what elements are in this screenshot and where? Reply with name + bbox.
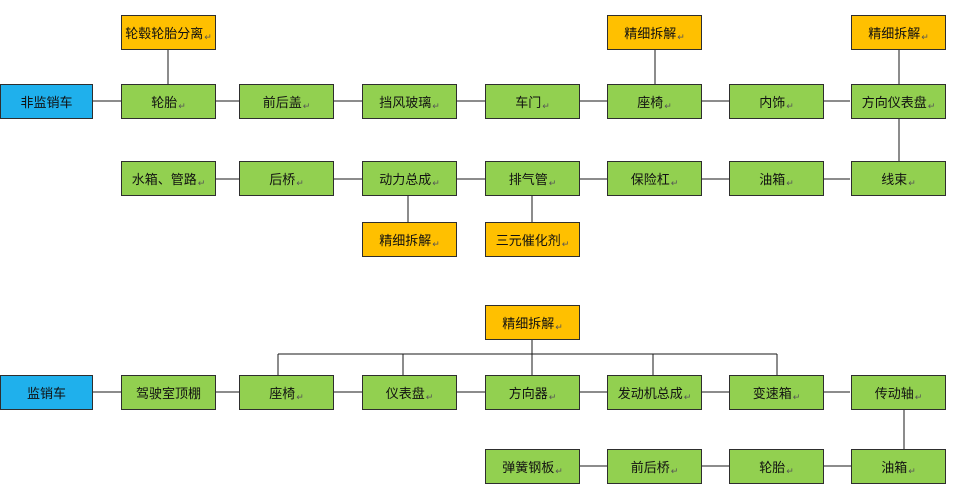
node-steering-dashboard: 方向仪表盘 ↵ bbox=[851, 84, 946, 119]
node-cab-roof: 驾驶室顶棚 bbox=[121, 375, 216, 410]
node-label: 精细拆解 bbox=[868, 27, 921, 42]
node-engine-assembly: 发动机总成 ↵ bbox=[607, 375, 702, 410]
node-label: 座椅 bbox=[269, 387, 296, 402]
para-mark: ↵ bbox=[432, 179, 440, 189]
node-label: 三元催化剂 bbox=[495, 234, 561, 249]
node-label: 精细拆解 bbox=[502, 317, 555, 332]
para-mark: ↵ bbox=[204, 33, 212, 43]
para-mark: ↵ bbox=[548, 393, 557, 403]
node-seat: 座椅 ↵ bbox=[607, 84, 702, 119]
para-mark: ↵ bbox=[555, 323, 563, 333]
node-label: 变速箱 bbox=[752, 387, 792, 402]
start-node-non-supervised: 非监销车 bbox=[0, 84, 93, 119]
node-seat: 座椅 ↵ bbox=[239, 375, 334, 410]
note-dash-fine-dismantle: 精细拆解 ↵ bbox=[851, 15, 946, 50]
node-tire: 轮胎 ↵ bbox=[729, 449, 824, 484]
para-mark: ↵ bbox=[561, 240, 570, 250]
para-mark: ↵ bbox=[921, 33, 929, 43]
node-bumper: 保险杠 ↵ bbox=[607, 161, 702, 196]
node-label: 监销车 bbox=[26, 387, 66, 402]
para-mark: ↵ bbox=[178, 102, 186, 112]
node-powertrain: 动力总成 ↵ bbox=[362, 161, 457, 196]
node-radiator-pipes: 水箱、管路 ↵ bbox=[121, 161, 216, 196]
para-mark: ↵ bbox=[908, 179, 916, 189]
node-label: 保险杠 bbox=[630, 173, 670, 188]
para-mark: ↵ bbox=[296, 393, 304, 403]
node-drive-shaft: 传动轴 ↵ bbox=[851, 375, 946, 410]
para-mark: ↵ bbox=[677, 33, 685, 43]
node-label: 弹簧钢板 bbox=[502, 461, 555, 476]
para-mark: ↵ bbox=[542, 102, 550, 112]
node-label: 水箱、管路 bbox=[131, 173, 197, 188]
note-tire-wheel-separation: 轮毂轮胎分离 ↵ bbox=[121, 15, 216, 50]
node-gearbox: 变速箱 ↵ bbox=[729, 375, 824, 410]
node-label: 发动机总成 bbox=[617, 387, 683, 402]
para-mark: ↵ bbox=[664, 102, 672, 112]
para-mark: ↵ bbox=[786, 179, 794, 189]
para-mark: ↵ bbox=[670, 179, 679, 189]
node-label: 内饰 bbox=[759, 96, 786, 111]
node-label: 轮胎 bbox=[759, 461, 786, 476]
node-interior: 内饰 ↵ bbox=[729, 84, 824, 119]
node-windshield: 挡风玻璃 ↵ bbox=[362, 84, 457, 119]
para-mark: ↵ bbox=[197, 179, 206, 189]
node-steering-gear: 方向器 ↵ bbox=[485, 375, 580, 410]
node-wiring-harness: 线束 ↵ bbox=[851, 161, 946, 196]
node-label: 车门 bbox=[515, 96, 542, 111]
para-mark: ↵ bbox=[786, 102, 794, 112]
node-front-rear-cover: 前后盖 ↵ bbox=[239, 84, 334, 119]
node-label: 方向器 bbox=[508, 387, 548, 402]
node-exhaust-pipe: 排气管 ↵ bbox=[485, 161, 580, 196]
node-label: 油箱 bbox=[881, 461, 908, 476]
para-mark: ↵ bbox=[302, 102, 311, 112]
node-fuel-tank: 油箱 ↵ bbox=[851, 449, 946, 484]
note-bottom-fine-dismantle: 精细拆解 ↵ bbox=[485, 305, 580, 340]
node-label: 非监销车 bbox=[20, 96, 73, 111]
para-mark: ↵ bbox=[927, 102, 936, 112]
node-label: 仪表盘 bbox=[385, 387, 425, 402]
start-node-supervised: 监销车 bbox=[0, 375, 93, 410]
node-fuel-tank: 油箱 ↵ bbox=[729, 161, 824, 196]
node-tire: 轮胎 ↵ bbox=[121, 84, 216, 119]
note-catalytic-converter: 三元催化剂 ↵ bbox=[485, 222, 580, 257]
node-label: 后桥 bbox=[269, 173, 296, 188]
node-label: 油箱 bbox=[759, 173, 786, 188]
para-mark: ↵ bbox=[296, 179, 304, 189]
node-label: 精细拆解 bbox=[379, 234, 432, 249]
node-label: 线束 bbox=[881, 173, 908, 188]
para-mark: ↵ bbox=[683, 393, 692, 403]
node-rear-axle: 后桥 ↵ bbox=[239, 161, 334, 196]
node-label: 排气管 bbox=[508, 173, 548, 188]
node-label: 挡风玻璃 bbox=[379, 96, 432, 111]
node-label: 前后桥 bbox=[630, 461, 670, 476]
node-leaf-spring: 弹簧钢板 ↵ bbox=[485, 449, 580, 484]
para-mark: ↵ bbox=[786, 467, 794, 477]
node-label: 轮胎 bbox=[151, 96, 178, 111]
node-label: 动力总成 bbox=[379, 173, 432, 188]
note-powertrain-fine-dismantle: 精细拆解 ↵ bbox=[362, 222, 457, 257]
node-label: 前后盖 bbox=[262, 96, 302, 111]
para-mark: ↵ bbox=[908, 467, 916, 477]
para-mark: ↵ bbox=[432, 240, 440, 250]
node-label: 驾驶室顶棚 bbox=[135, 387, 201, 402]
para-mark: ↵ bbox=[548, 179, 557, 189]
node-label: 方向仪表盘 bbox=[861, 96, 927, 111]
para-mark: ↵ bbox=[425, 393, 434, 403]
para-mark: ↵ bbox=[792, 393, 801, 403]
node-label: 轮毂轮胎分离 bbox=[125, 27, 204, 42]
node-label: 精细拆解 bbox=[624, 27, 677, 42]
node-label: 传动轴 bbox=[874, 387, 914, 402]
para-mark: ↵ bbox=[914, 393, 923, 403]
para-mark: ↵ bbox=[432, 102, 440, 112]
para-mark: ↵ bbox=[555, 467, 563, 477]
node-dashboard: 仪表盘 ↵ bbox=[362, 375, 457, 410]
node-front-rear-axle: 前后桥 ↵ bbox=[607, 449, 702, 484]
para-mark: ↵ bbox=[670, 467, 679, 477]
node-label: 座椅 bbox=[637, 96, 664, 111]
note-seat-fine-dismantle: 精细拆解 ↵ bbox=[607, 15, 702, 50]
node-door: 车门 ↵ bbox=[485, 84, 580, 119]
